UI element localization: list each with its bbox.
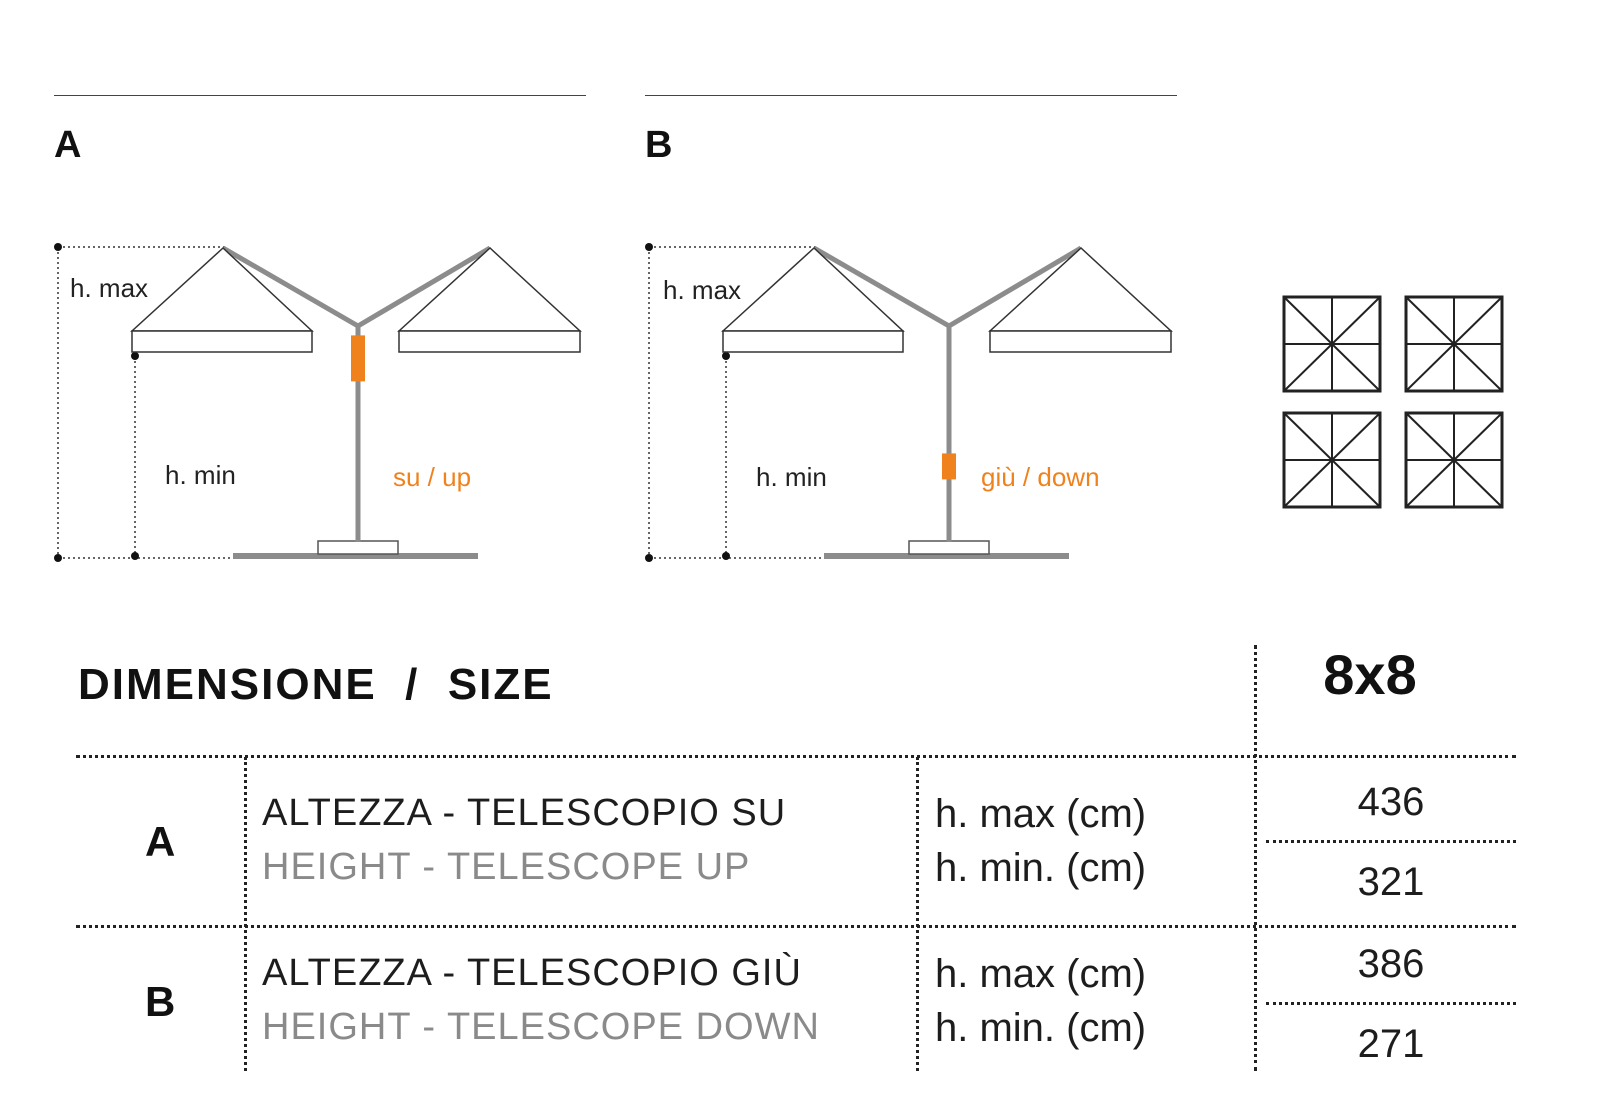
- guide-dot: [54, 554, 62, 562]
- row-label-it: ALTEZZA - TELESCOPIO GIÙ: [262, 952, 802, 994]
- row-letter: B: [145, 978, 176, 1025]
- guide-dot: [645, 554, 653, 562]
- canopy-square-icon: [1404, 295, 1504, 393]
- section-divider-a: [54, 95, 586, 96]
- base-plate: [824, 553, 1069, 559]
- arm-left: [812, 245, 951, 329]
- row-letter: A: [145, 818, 176, 865]
- row-label-it: ALTEZZA - TELESCOPIO SU: [262, 792, 787, 834]
- telescope-marker: [351, 335, 365, 382]
- guide-dot: [131, 552, 139, 560]
- section-letter-b: B: [645, 124, 673, 166]
- arm-right: [356, 245, 492, 329]
- arm-right: [947, 245, 1083, 329]
- base-plate: [233, 553, 478, 559]
- h-max-cm-label: h. max (cm): [935, 792, 1147, 836]
- umbrella-diagram-b: h. max h. min giù / down: [645, 243, 1173, 562]
- h-min-value: 271: [1357, 1022, 1425, 1066]
- size-header: 8x8: [1323, 643, 1417, 706]
- telescope-marker: [942, 453, 956, 480]
- column-separator: [244, 757, 247, 1071]
- canopy-grid-icon: [1282, 295, 1504, 509]
- telescope-label: giù / down: [981, 462, 1100, 492]
- guide-dot: [645, 243, 653, 251]
- canopy-right-band: [989, 330, 1172, 353]
- guide-dot: [131, 352, 139, 360]
- h-min-cm-label: h. min. (cm): [935, 846, 1147, 890]
- h-min-label: h. min: [756, 462, 827, 492]
- telescope-label: su / up: [393, 462, 471, 492]
- guide-dot: [722, 352, 730, 360]
- arm-left: [221, 245, 360, 329]
- umbrella-diagram-a: h. max h. min su / up: [54, 243, 582, 562]
- h-min-label: h. min: [165, 460, 236, 490]
- value-separator: [1266, 840, 1516, 843]
- h-max-label: h. max: [70, 273, 148, 303]
- canopy-right: [397, 246, 582, 332]
- row-separator: [76, 755, 1516, 758]
- h-max-label: h. max: [663, 275, 741, 305]
- canopy-square-icon: [1282, 295, 1382, 393]
- base-block: [908, 540, 990, 555]
- canopy-right-band: [398, 330, 581, 353]
- row-separator: [76, 925, 1516, 928]
- canopy-left: [130, 246, 314, 332]
- canopy-left-band: [131, 330, 313, 353]
- h-min-cm-label: h. min. (cm): [935, 1006, 1147, 1050]
- umbrella-drawing: [645, 243, 1173, 562]
- value-separator: [1266, 1002, 1516, 1005]
- h-max-cm-label: h. max (cm): [935, 952, 1147, 996]
- section-divider-b: [645, 95, 1177, 96]
- section-letter-a: A: [54, 124, 82, 166]
- guide-dot: [722, 552, 730, 560]
- column-separator: [1254, 645, 1257, 1071]
- canopy-left-band: [722, 330, 904, 353]
- row-label-en: HEIGHT - TELESCOPE UP: [262, 846, 751, 888]
- table-title: DIMENSIONE / SIZE: [78, 660, 554, 709]
- base-block: [317, 540, 399, 555]
- canopy-left: [721, 246, 905, 332]
- canopy-square-icon: [1282, 411, 1382, 509]
- h-min-value: 321: [1357, 860, 1425, 904]
- column-separator: [916, 757, 919, 1071]
- canopy-square-icon: [1404, 411, 1504, 509]
- row-label-en: HEIGHT - TELESCOPE DOWN: [262, 1006, 820, 1048]
- guide-dot: [54, 243, 62, 251]
- h-max-value: 436: [1357, 780, 1425, 824]
- canopy-right: [988, 246, 1173, 332]
- h-max-value: 386: [1357, 942, 1425, 986]
